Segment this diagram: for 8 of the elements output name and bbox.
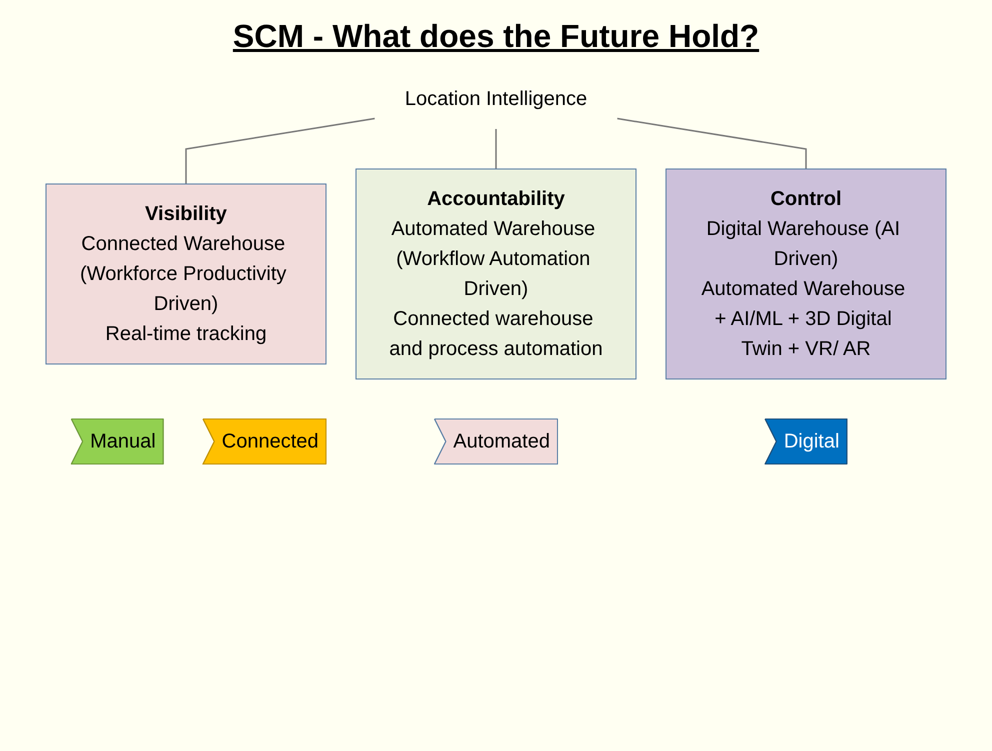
connector — [185, 118, 375, 184]
node-box: Accountability Automated Warehouse (Workflow Automation Driven) Connected warehouse and process automation — [356, 168, 636, 380]
node-box: Control Digital Warehouse (AI Driven) Automated Warehouse + AI/ML + 3D Digital Twin + VR/ AR — [666, 168, 946, 380]
connector — [617, 118, 807, 169]
connector — [495, 129, 497, 169]
node-text: Location Intelligence — [404, 88, 588, 110]
title: SCM - What does the Future Hold? — [232, 18, 760, 55]
node-box: Visibility Connected Warehouse (Workforce Productivity Driven) Real-time tracking — [46, 184, 326, 364]
